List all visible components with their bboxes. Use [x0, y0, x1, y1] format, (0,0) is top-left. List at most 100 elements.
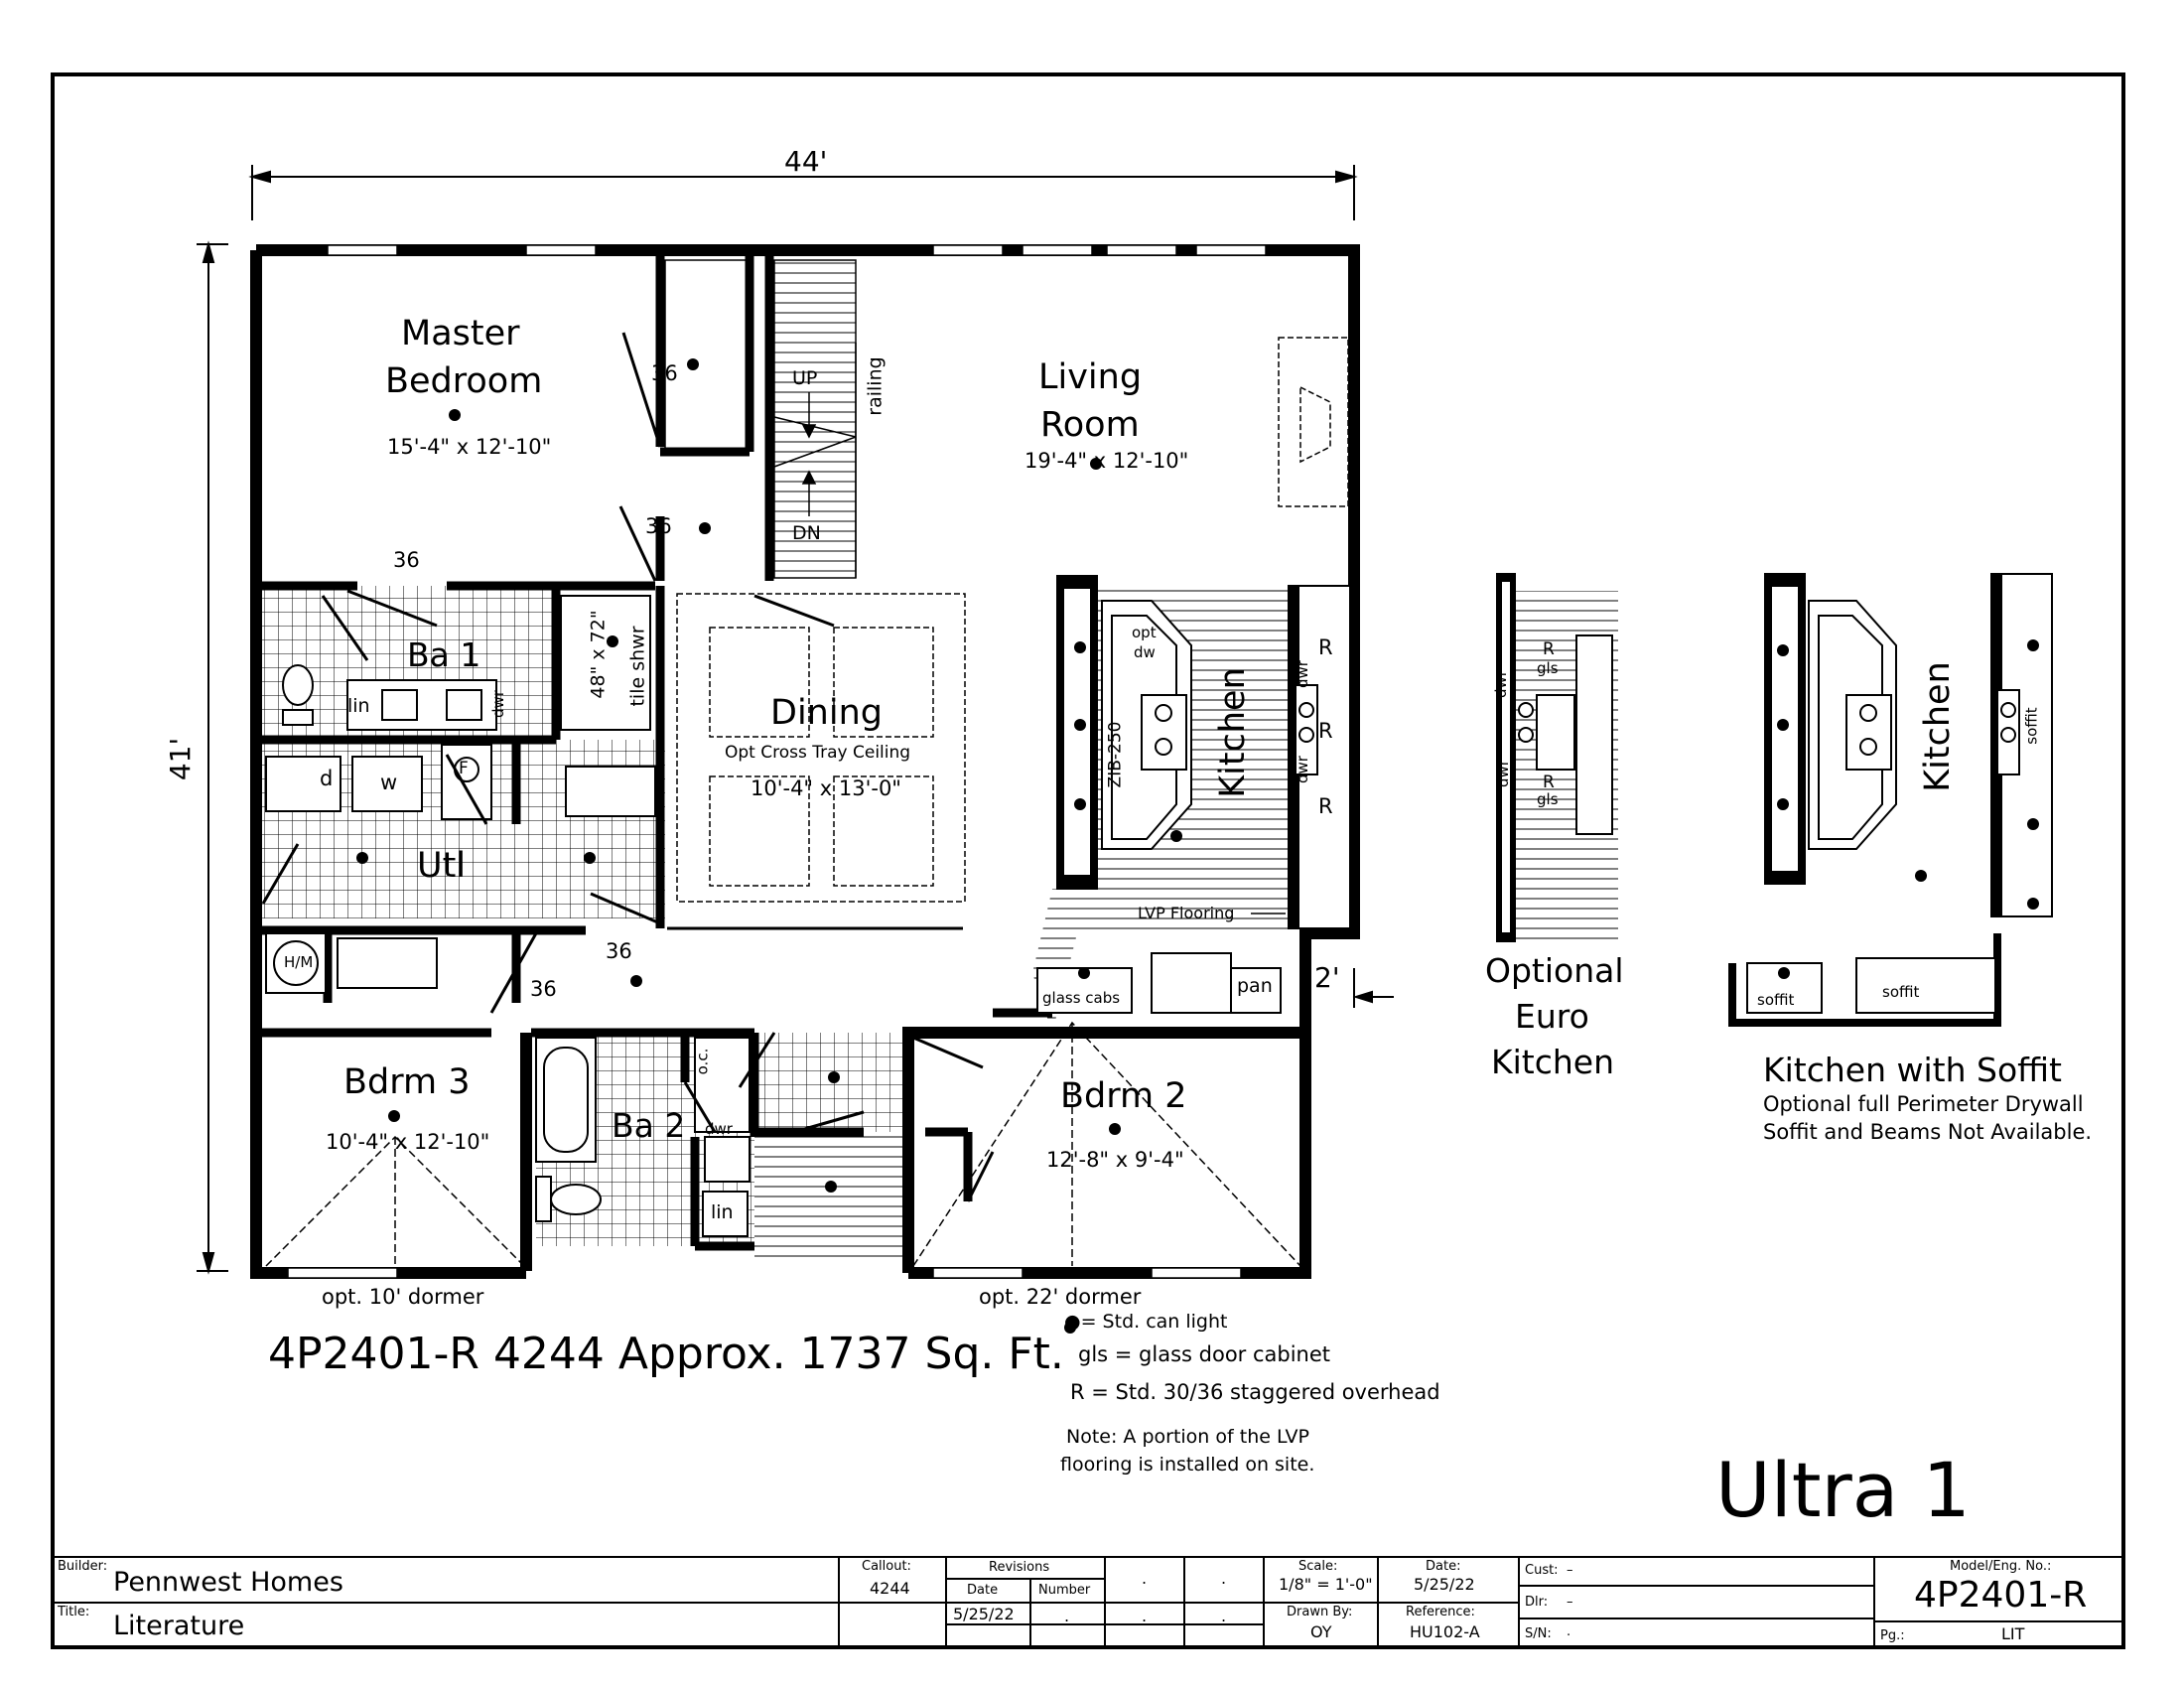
tb-revisions-label: Revisions — [989, 1560, 1050, 1575]
legend-note-1: Note: A portion of the LVP — [1066, 1426, 1309, 1448]
legend-note-2: flooring is installed on site. — [1060, 1454, 1315, 1476]
dimension-depth-label: 41' — [164, 737, 198, 781]
tb-rev-dot-4: . — [1142, 1607, 1148, 1625]
railing-label: railing — [864, 356, 887, 416]
ba2-name: Ba 2 — [612, 1106, 686, 1145]
living-name-1: Living — [1038, 357, 1143, 397]
hall-door-b: 36 — [530, 977, 557, 1001]
glass-cabs: glass cabs — [1042, 989, 1121, 1007]
ba1-fixtures — [282, 595, 651, 731]
tb-title: Literature — [113, 1611, 245, 1641]
tb-cust-label: Cust: — [1525, 1563, 1559, 1578]
dormer10: opt. 10' dormer — [322, 1285, 484, 1309]
kitchen-r-2: R — [1318, 719, 1333, 743]
tb-builder: Pennwest Homes — [113, 1567, 343, 1598]
hm-label: H/M — [284, 953, 314, 971]
tb-model: 4P2401-R — [1914, 1575, 2088, 1616]
bdrm2-size: 12'-8" x 9'-4" — [1046, 1148, 1184, 1172]
euro-dwr-1: dwr — [1491, 670, 1510, 698]
kitchen-dwr-2: dwr — [1293, 756, 1311, 783]
kitchen-bottom-cabinets — [1036, 952, 1282, 1014]
euro-gls-1: gls — [1537, 659, 1559, 677]
dimension-width — [248, 165, 1358, 220]
euro-title-3: Kitchen — [1491, 1043, 1615, 1081]
soffit-side-label: soffit — [2022, 707, 2041, 745]
series-name: Ultra 1 — [1715, 1446, 1971, 1534]
master-closet-door: 36 — [651, 361, 678, 385]
dining-name: Dining — [770, 693, 883, 733]
euro-title-2: Euro — [1515, 997, 1589, 1036]
utl-fixtures — [265, 744, 656, 994]
tb-pg-label: Pg.: — [1880, 1628, 1905, 1643]
hall-stair-hatch — [754, 1132, 903, 1261]
bdrm3-name: Bdrm 3 — [343, 1062, 471, 1102]
euro-kitchen-plan — [1496, 573, 1613, 942]
shower-type: tile shwr — [626, 626, 649, 707]
soffit-bottom-1: soffit — [1757, 991, 1795, 1009]
kitchen-dwr-1: dwr — [1293, 660, 1311, 688]
ba1-door: 36 — [393, 548, 420, 572]
dormer-lines — [265, 1021, 1301, 1267]
can-lights — [356, 358, 1182, 1334]
legend-gls: gls = glass door cabinet — [1078, 1342, 1331, 1366]
opt-dw-1: opt — [1132, 624, 1157, 641]
stair-hatch — [774, 260, 856, 578]
shower-size: 48" x 72" — [587, 610, 610, 699]
tb-reference: HU102-A — [1410, 1622, 1480, 1641]
kitchen-counter-right — [1288, 585, 1351, 929]
tb-dlr: – — [1567, 1595, 1573, 1610]
soffit-bottom-2: soffit — [1882, 983, 1920, 1001]
tb-scale-label: Scale: — [1298, 1559, 1338, 1574]
soffit-kitchen-plan — [1728, 573, 2053, 1027]
tb-rev-dot-3: . — [1221, 1569, 1227, 1588]
tb-pg: LIT — [2001, 1624, 2025, 1643]
opt-dw-2: dw — [1134, 643, 1156, 661]
euro-r-2: R — [1543, 773, 1555, 792]
tb-callout: 4244 — [870, 1579, 910, 1598]
master-name-2: Bedroom — [385, 361, 543, 401]
kitchen-r-1: R — [1318, 635, 1333, 659]
soffit-note-1: Optional full Perimeter Drywall — [1763, 1092, 2084, 1116]
tb-date-col: Date — [967, 1583, 999, 1598]
utl-d: d — [320, 767, 334, 790]
tb-callout-label: Callout: — [862, 1559, 911, 1574]
tb-rev-dot-2: . — [1142, 1569, 1148, 1588]
legend-can-light: ●= Std. can light — [1064, 1311, 1228, 1333]
ba2-oc: o.c. — [693, 1048, 712, 1075]
stair-up: UP — [792, 367, 818, 389]
ba2-lin: lin — [711, 1201, 734, 1223]
dimension-depth — [197, 240, 228, 1275]
euro-dwr-2: dwr — [1493, 760, 1512, 787]
living-name-2: Room — [1040, 405, 1140, 445]
tb-rev-dot-5: . — [1221, 1607, 1227, 1625]
ba1-name: Ba 1 — [407, 635, 481, 674]
kitchen-island — [1056, 575, 1192, 890]
windows — [287, 244, 1267, 1279]
dining-size: 10'-4" x 13'-0" — [751, 776, 901, 800]
tb-drawn: OY — [1310, 1622, 1332, 1641]
zib-label: ZIB-250 — [1105, 721, 1126, 788]
dining-note: Opt Cross Tray Ceiling — [725, 743, 911, 763]
ba1-dwr: dwr — [488, 690, 507, 718]
door-swings — [261, 332, 995, 1202]
interior-walls — [256, 256, 1052, 1251]
ba1-lin: lin — [347, 695, 370, 717]
tb-scale: 1/8" = 1'-0" — [1279, 1575, 1373, 1594]
legend-r: R = Std. 30/36 staggered overhead — [1070, 1380, 1440, 1404]
euro-title-1: Optional — [1485, 951, 1624, 990]
euro-gls-2: gls — [1537, 790, 1559, 808]
utl-f: F — [459, 759, 469, 778]
tb-model-label: Model/Eng. No.: — [1950, 1559, 2052, 1574]
master-name-1: Master — [401, 314, 520, 353]
soffit-note-2: Soffit and Beams Not Available. — [1763, 1120, 2093, 1144]
fireplace — [1278, 337, 1349, 507]
kitchen-r-3: R — [1318, 794, 1333, 818]
tb-sn-label: S/N: — [1525, 1626, 1552, 1641]
tb-dlr-label: Dlr: — [1525, 1595, 1549, 1610]
lvp-label: LVP Flooring — [1138, 904, 1235, 922]
legend-dot-icon: ● — [1064, 1311, 1081, 1333]
tb-ref-label: Reference: — [1406, 1605, 1475, 1619]
soffit-title: Kitchen with Soffit — [1763, 1051, 2062, 1089]
master-door: 36 — [645, 514, 672, 538]
